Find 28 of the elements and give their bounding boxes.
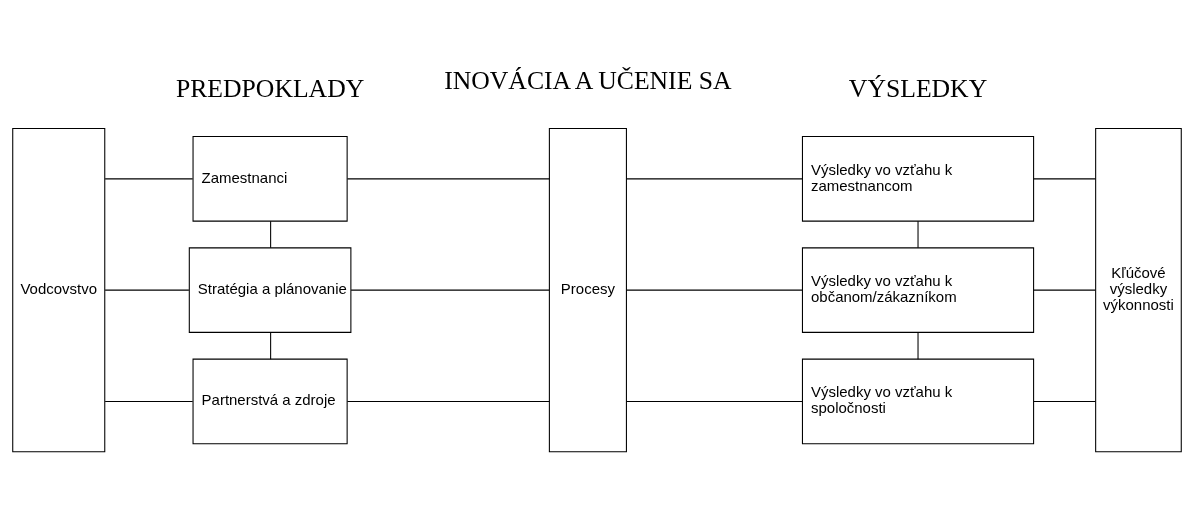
connector — [1033, 400, 1096, 402]
connector — [104, 289, 190, 291]
node-box: Procesy — [548, 128, 627, 453]
node-box: Partnerstvá a zdroje — [192, 358, 348, 445]
connector — [626, 400, 803, 402]
node-box: Zamestnanci — [192, 136, 348, 222]
node-box: Kľúčové výsledky výkonnosti — [1095, 128, 1182, 453]
label: INOVÁCIA A UČENIE SA — [444, 66, 732, 96]
node-box: Stratégia a plánovanie — [188, 247, 352, 333]
connector — [1033, 178, 1096, 180]
connector — [270, 220, 272, 249]
label: PREDPOKLADY — [175, 73, 365, 103]
connector — [917, 220, 919, 249]
connector — [1033, 289, 1096, 291]
node-box: Výsledky vo vzťahu k zamestnancom — [801, 136, 1035, 222]
connector — [350, 289, 550, 291]
connector — [346, 178, 550, 180]
node-box: Výsledky vo vzťahu k spoločnosti — [801, 358, 1035, 445]
connector — [104, 178, 194, 180]
connector — [346, 400, 550, 402]
connector — [270, 332, 272, 360]
node-box: Vodcovstvo — [12, 128, 106, 453]
connector — [626, 289, 803, 291]
connector — [626, 178, 803, 180]
connector — [917, 332, 919, 360]
node-box: Výsledky vo vzťahu k občanom/zákazníkom — [801, 247, 1035, 333]
label: VÝSLEDKY — [848, 73, 988, 103]
connector — [104, 400, 194, 402]
